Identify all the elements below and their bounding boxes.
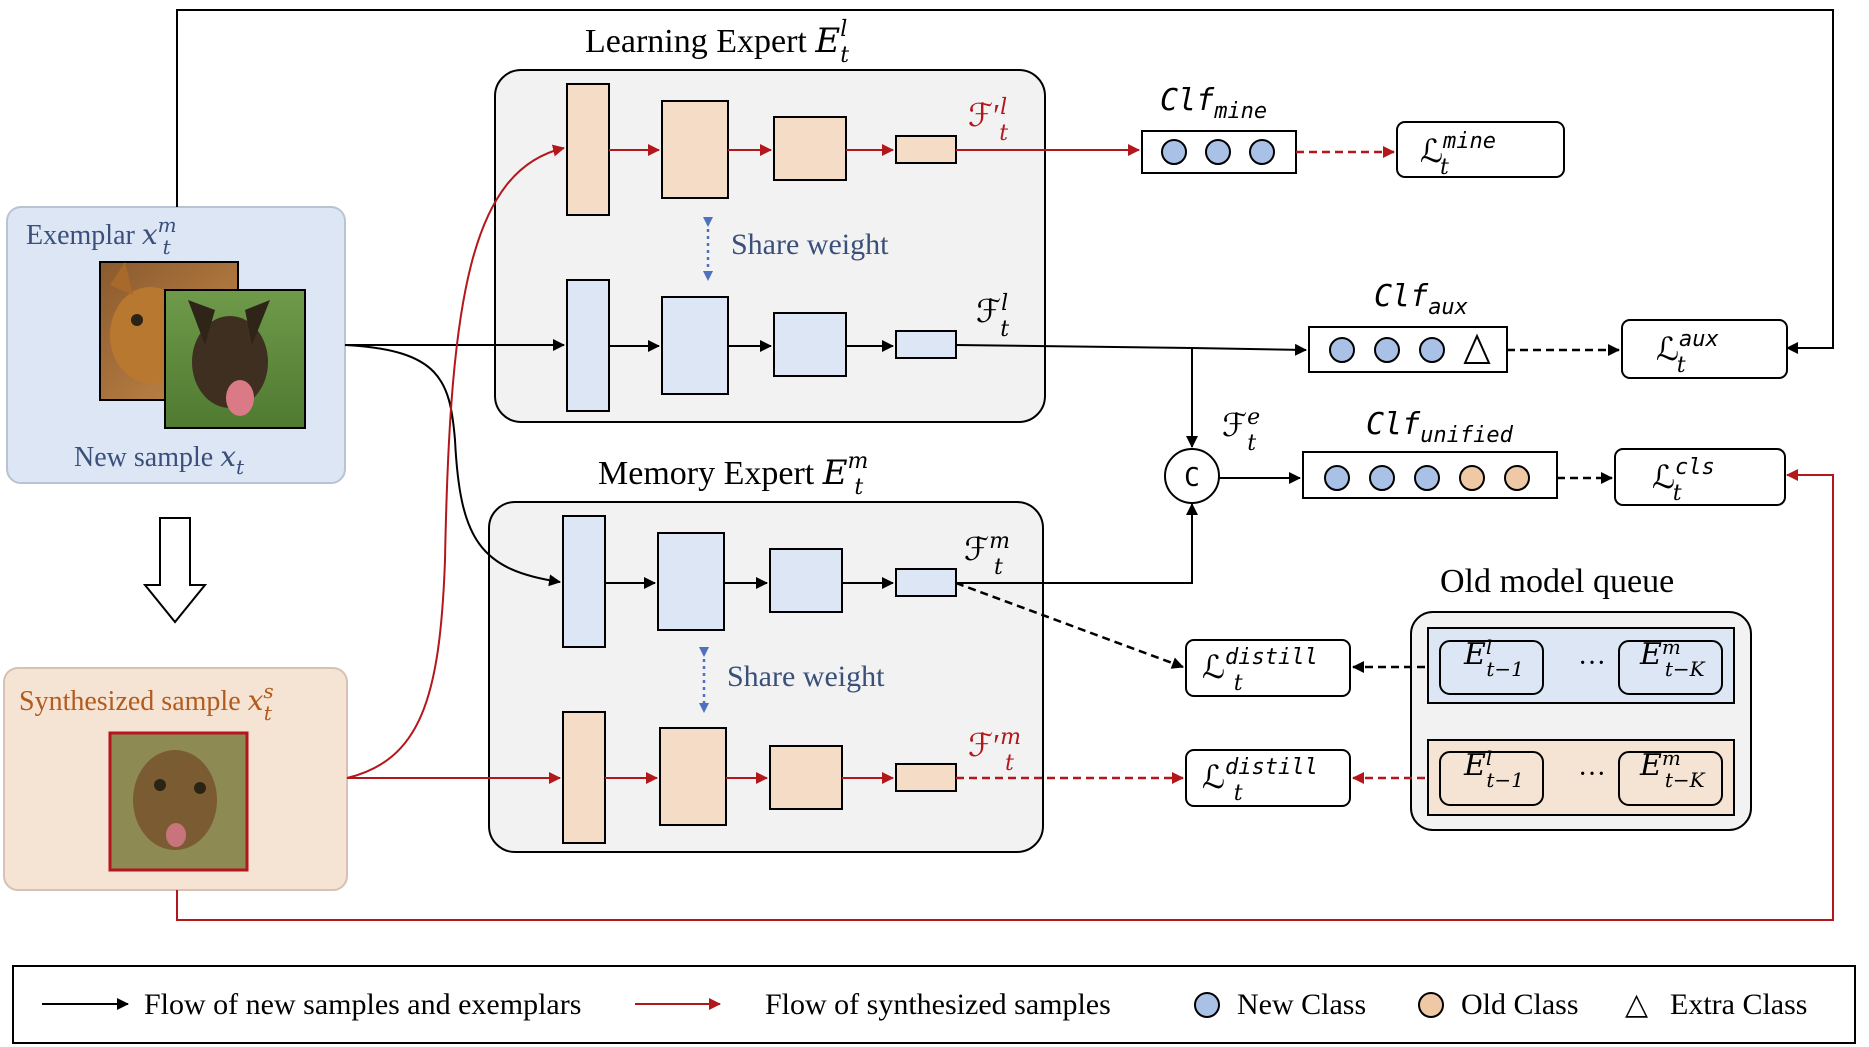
legend-old-class-icon (1418, 992, 1444, 1018)
clf-mine-label: Clfmine (1160, 83, 1267, 124)
new-class-node (1369, 465, 1395, 491)
hollow-down-arrow (142, 517, 208, 624)
legend-new-class-text: New Class (1237, 988, 1366, 1021)
new-class-node (1324, 465, 1350, 491)
new-class-node (1329, 337, 1355, 363)
legend-black-flow-text: Flow of new samples and exemplars (144, 988, 581, 1021)
synthesized-cat-image (108, 731, 249, 872)
old-expert-box (1439, 751, 1544, 806)
clf-aux-label: Clfaux (1374, 279, 1468, 320)
new-class-node (1419, 337, 1445, 363)
legend-extra-class-icon: △ (1625, 988, 1648, 1021)
flow-synth-to-learning (346, 144, 565, 779)
learning-bottom-layer-2 (661, 296, 729, 395)
memory-bottom-layer-1 (562, 711, 606, 844)
legend-extra-class-text: Extra Class (1670, 988, 1807, 1021)
queue-ellipsis: ··· (1578, 759, 1606, 790)
memory-bottom-layer-2 (659, 727, 727, 826)
flow-exemplar-to-l-aux (176, 9, 1834, 354)
new-class-node (1161, 139, 1187, 165)
share-weight-label-memory: Share weight (727, 660, 885, 693)
flow-exemplar-to-memory (344, 344, 561, 587)
loss-cls-box (1614, 448, 1786, 506)
new-sample-dog-image (164, 289, 306, 429)
memory-bottom-layer-4 (895, 763, 957, 792)
legend-old-class-text: Old Class (1461, 988, 1579, 1021)
new-class-node (1205, 139, 1231, 165)
old-expert-box (1618, 640, 1723, 695)
legend-box (12, 965, 1856, 1044)
old-class-node (1459, 465, 1485, 491)
memory-bottom-layer-3 (769, 745, 843, 810)
memory-top-layer-2 (657, 532, 725, 631)
old-model-queue-title: Old model queue (1440, 563, 1674, 600)
old-expert-box (1439, 640, 1544, 695)
memory-top-layer-3 (769, 548, 843, 613)
learning-bottom-layer-3 (773, 312, 847, 377)
legend-new-class-icon (1194, 992, 1220, 1018)
memory-top-layer-4 (895, 568, 957, 597)
learning-top-layer-3 (773, 116, 847, 181)
new-sample-label: New sample xt (74, 440, 245, 479)
flow-synth-to-l-cls (176, 469, 1834, 921)
learning-top-layer-4 (895, 135, 957, 164)
loss-distill-box-1 (1185, 639, 1351, 697)
loss-distill-box-2 (1185, 749, 1351, 807)
share-weight-label-learning: Share weight (731, 228, 889, 261)
queue-ellipsis: ··· (1578, 648, 1606, 679)
clf-unified-label: Clfunified (1366, 407, 1514, 448)
memory-top-layer-1 (562, 515, 606, 648)
concat-node (1164, 448, 1220, 504)
new-class-node (1374, 337, 1400, 363)
learning-bottom-layer-4 (895, 330, 957, 359)
learning-top-layer-2 (661, 100, 729, 199)
loss-mine-box (1396, 121, 1565, 178)
old-class-node (1504, 465, 1530, 491)
concat-label: C (1184, 463, 1200, 493)
learning-bottom-layer-1 (566, 279, 610, 412)
new-class-node (1249, 139, 1275, 165)
learning-top-layer-1 (566, 83, 610, 216)
new-class-node (1414, 465, 1440, 491)
legend-red-flow-text: Flow of synthesized samples (765, 988, 1111, 1021)
extra-class-node (1463, 333, 1491, 364)
loss-aux-box (1621, 319, 1788, 379)
old-expert-box (1618, 751, 1723, 806)
